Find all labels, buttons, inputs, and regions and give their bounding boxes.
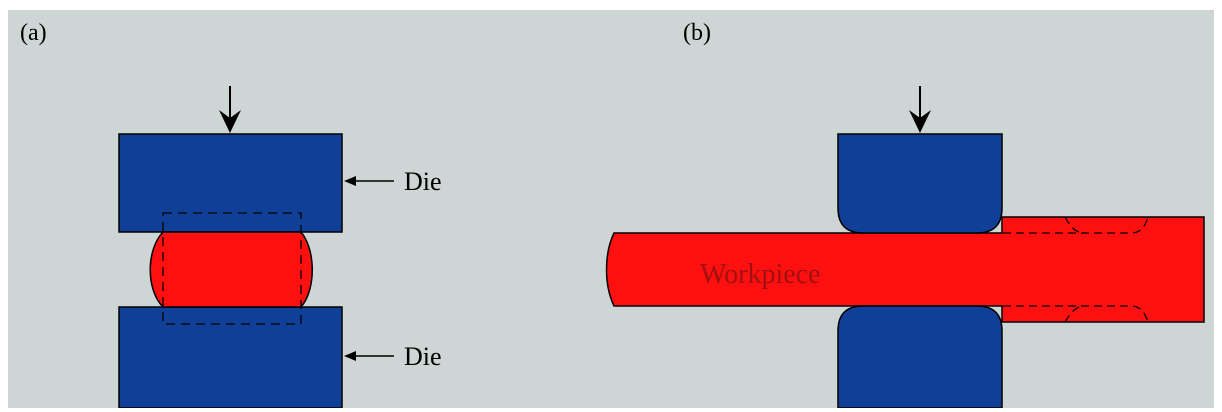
die-top-label: Die <box>404 167 442 196</box>
panel-b-label: (b) <box>683 20 711 46</box>
force-arrow-b <box>909 86 931 133</box>
panel-b: (b) Workpiece <box>605 20 1205 409</box>
lower-die <box>118 306 343 409</box>
lower-die-b <box>837 305 1003 409</box>
initial-workpiece-outline <box>162 212 302 325</box>
deformation-lines <box>1003 216 1149 323</box>
panel-a-label: (a) <box>20 20 47 46</box>
workpiece-label: Workpiece <box>700 259 821 290</box>
upper-die-b <box>837 133 1003 234</box>
panel-a: (a) Die Die <box>20 20 442 409</box>
workpiece-a <box>149 231 313 308</box>
die-bottom-label: Die <box>404 342 442 371</box>
die-bottom-callout: Die <box>344 342 442 371</box>
force-arrow-a <box>219 86 241 133</box>
die-top-callout: Die <box>344 167 442 196</box>
workpiece-b <box>605 216 1205 323</box>
upper-die <box>118 133 343 233</box>
